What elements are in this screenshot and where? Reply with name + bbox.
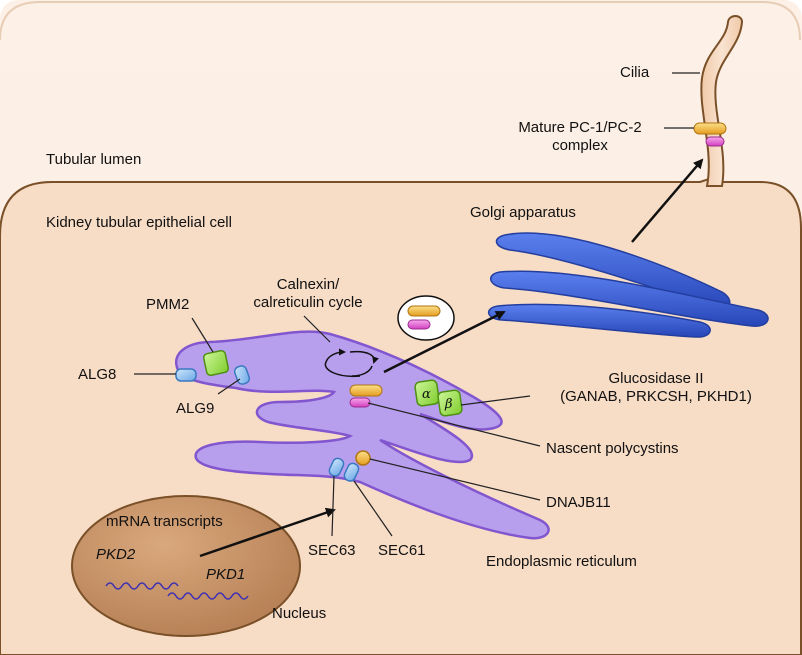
- leader-glucosidase: [460, 395, 531, 406]
- golgi-label: Golgi apparatus: [470, 204, 576, 221]
- arrow-er-to-golgi: [383, 310, 506, 374]
- calnexin-line1: Calnexin/: [276, 276, 340, 293]
- pkd1-label: PKD1: [206, 566, 246, 583]
- glucosidase-beta: [437, 389, 463, 417]
- beta-glyph: β: [444, 397, 453, 412]
- glucosidase-line1: Glucosidase II: [608, 370, 704, 387]
- nucleus: [71, 495, 301, 637]
- dnajb11-protein: [355, 450, 371, 466]
- leader-lines: [134, 72, 700, 537]
- mature-pc1: [693, 122, 727, 135]
- pkd2-mrna-strand: [105, 582, 179, 590]
- pmm2-protein: [202, 349, 230, 377]
- mature-complex-line2: complex: [552, 137, 608, 154]
- glucosidase-ii: α β: [414, 379, 463, 417]
- alg8-protein: [175, 368, 197, 382]
- sec61-protein: [343, 462, 360, 482]
- mature-complex-label: Mature PC-1/PC-2 complex: [500, 119, 660, 155]
- cell-label: Kidney tubular epithelial cell: [46, 214, 232, 231]
- leader-alg9: [217, 378, 241, 395]
- leader-calnexin: [303, 315, 331, 343]
- vesicle-pc2: [407, 319, 431, 330]
- vesicle-pc1: [407, 305, 441, 317]
- leader-sec63: [331, 475, 335, 537]
- sec63-protein: [328, 457, 345, 477]
- nucleus-label: Nucleus: [272, 605, 327, 622]
- alg9-label: ALG9: [176, 400, 215, 417]
- leader-pmm2: [191, 317, 214, 353]
- leader-dnajb11: [369, 458, 541, 501]
- nascent-label: Nascent polycystins: [546, 440, 679, 457]
- leader-sec61: [353, 480, 393, 537]
- dnajb11-label: DNAJB11: [546, 494, 611, 511]
- sec61-label: SEC61: [378, 542, 426, 559]
- glucosidase-alpha: [414, 379, 440, 407]
- mature-complex-line1: Mature PC-1/PC-2: [518, 119, 642, 136]
- pkd2-label: PKD2: [96, 546, 136, 563]
- tubular-lumen-label: Tubular lumen: [46, 151, 142, 168]
- cilia-label: Cilia: [620, 64, 650, 81]
- nascent-pc1: [349, 384, 383, 397]
- mature-pc2: [705, 136, 725, 147]
- glucosidase-line2: (GANAB, PRKCSH, PKHD1): [560, 388, 752, 405]
- golgi-apparatus: [488, 232, 769, 338]
- calnexin-line2: calreticulin cycle: [253, 294, 363, 311]
- arrow-golgi-to-cilia: [631, 158, 704, 243]
- er-label: Endoplasmic reticulum: [486, 553, 637, 570]
- transport-vesicle: [397, 295, 455, 341]
- lumen-frame: [0, 1, 801, 41]
- arrow-nucleus-to-er: [199, 507, 336, 558]
- calnexin-label: Calnexin/ calreticulin cycle: [238, 276, 378, 312]
- pmm2-label: PMM2: [146, 296, 190, 313]
- calnexin-cycle-arrows: [324, 348, 379, 378]
- alg8-label: ALG8: [78, 366, 117, 383]
- endoplasmic-reticulum: [175, 330, 550, 540]
- sec63-label: SEC63: [308, 542, 356, 559]
- nascent-pc2: [349, 397, 371, 408]
- glucosidase-label: Glucosidase II (GANAB, PRKCSH, PKHD1): [536, 370, 776, 406]
- mrna-label: mRNA transcripts: [106, 513, 223, 530]
- leader-nascent: [367, 402, 541, 447]
- alpha-glyph: α: [422, 387, 431, 402]
- pkd1-mrna-strand: [167, 592, 249, 600]
